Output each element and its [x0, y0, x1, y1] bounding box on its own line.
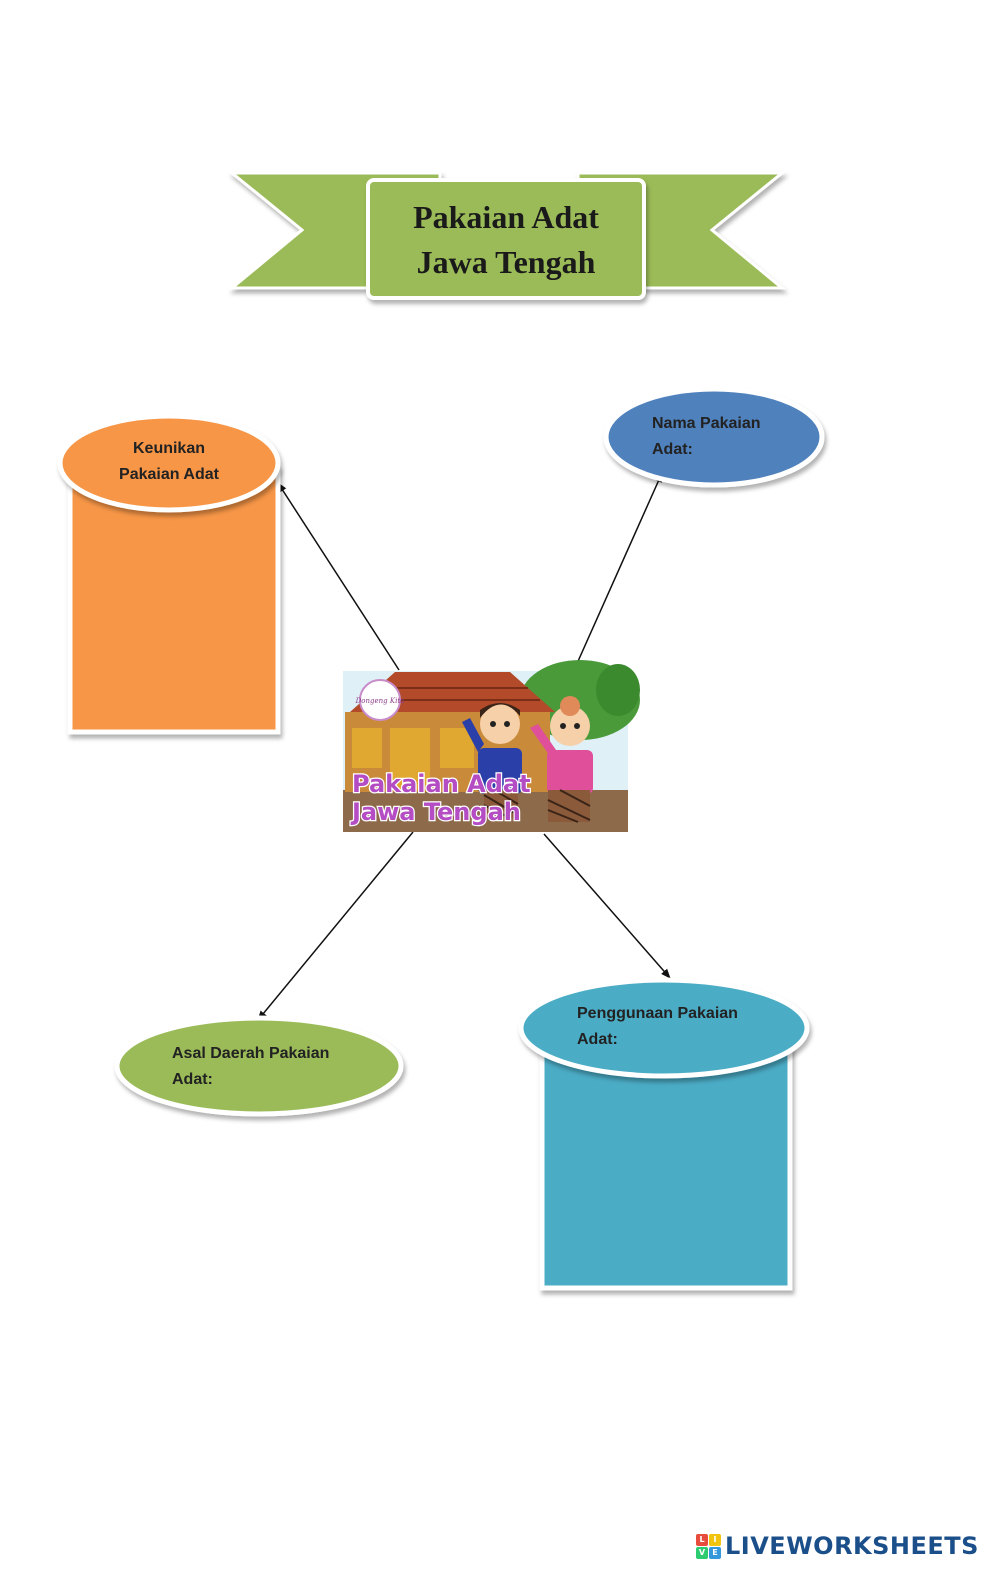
nama-label-line1: Nama Pakaian	[652, 415, 761, 432]
house-window	[440, 728, 474, 768]
badge-icon	[359, 679, 401, 721]
liveworksheets-brand-text: LIVEWORKSHEETS	[725, 1532, 979, 1560]
banner-center	[366, 178, 646, 300]
penggunaan-label-line1: Penggunaan Pakaian	[577, 1005, 738, 1022]
center-image-caption-line1: Pakaian Adat	[352, 770, 531, 798]
house-door	[390, 728, 430, 790]
keunikan-answer-box[interactable]	[67, 465, 281, 735]
logo-tile-l: L	[696, 1533, 708, 1546]
connectors	[257, 472, 671, 1021]
nama-label-line2: Adat:	[652, 441, 693, 458]
penggunaan-header	[518, 977, 810, 1079]
boy-character-icon	[462, 703, 522, 819]
arrow-to-keunikan	[277, 482, 400, 671]
logo-tile-i: I	[709, 1533, 721, 1546]
arrow-to-nama	[574, 472, 663, 669]
house-roof-icon	[350, 672, 555, 712]
arrow-to-penggunaan	[543, 833, 671, 979]
title-banner: Pakaian Adat Jawa Tengah	[227, 171, 787, 300]
logo-tile-v: V	[696, 1546, 708, 1559]
node-nama: Nama Pakaian Adat:	[603, 386, 825, 488]
asal-label-line1: Asal Daerah Pakaian	[172, 1045, 329, 1062]
page-title-line2: Jawa Tengah	[417, 244, 596, 280]
tree-icon	[596, 664, 640, 716]
badge-text: Dongeng Kita	[355, 697, 405, 705]
girl-character-icon	[530, 696, 593, 823]
node-keunikan: Keunikan Pakaian Adat	[57, 413, 281, 735]
asal-label-line2: Adat:	[172, 1071, 213, 1088]
nama-ellipse[interactable]	[603, 386, 825, 488]
center-image: Dongeng Kita Pakaian Adat Jawa Tengah	[343, 660, 640, 832]
asal-ellipse[interactable]	[114, 1015, 404, 1117]
arrow-to-asal	[257, 831, 414, 1021]
node-penggunaan: Penggunaan Pakaian Adat:	[518, 977, 810, 1291]
node-asal: Asal Daerah Pakaian Adat:	[114, 1015, 404, 1117]
logo-tile-e: E	[709, 1546, 721, 1559]
keunikan-label-line1: Keunikan	[133, 440, 205, 457]
liveworksheets-logo-icon: L I V E	[696, 1533, 721, 1559]
page-title-line1: Pakaian Adat	[413, 199, 599, 235]
liveworksheets-logo: L I V E LIVEWORKSHEETS	[696, 1530, 979, 1562]
keunikan-label-line2: Pakaian Adat	[119, 466, 220, 483]
keunikan-header	[57, 413, 281, 513]
center-image-caption-line2: Jawa Tengah	[350, 798, 521, 826]
penggunaan-label-line2: Adat:	[577, 1031, 618, 1048]
house-window	[352, 728, 382, 768]
